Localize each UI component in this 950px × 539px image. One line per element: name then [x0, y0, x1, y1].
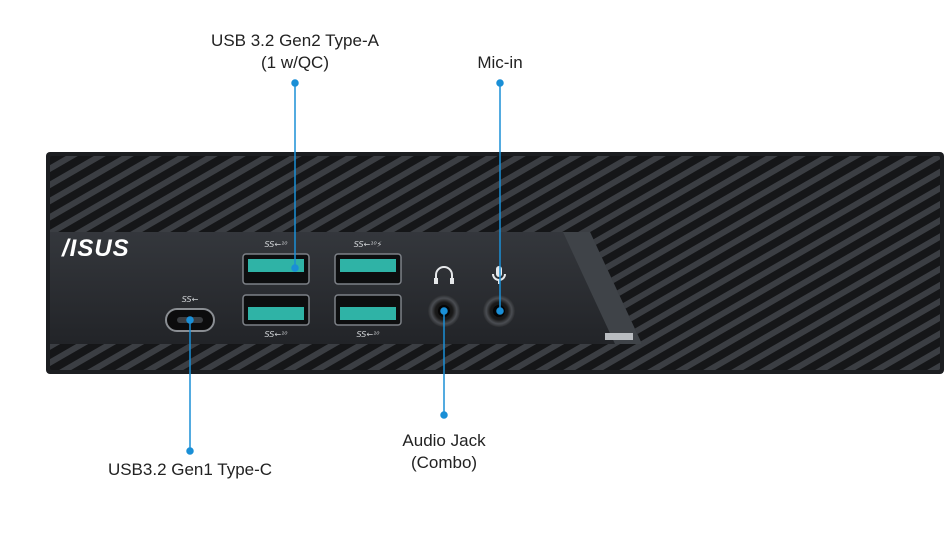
usb-c-callout-line1: USB3.2 Gen1 Type-C — [107, 460, 273, 479]
headphone-icon — [434, 266, 454, 284]
leader-lines — [186, 79, 504, 455]
front-bezel — [50, 232, 642, 344]
usb-a-callout-line1: USB 3.2 Gen2 Type-A — [211, 31, 379, 50]
mic-in-callout-line1: Mic-in — [477, 53, 523, 72]
usb-a-port-bottom-left[interactable] — [242, 294, 310, 326]
usb-a-bottom-right-speed-mark: SS←¹⁰ — [357, 330, 381, 339]
usb-c-speed-mark: SS← — [182, 295, 199, 304]
usb-c-callout-label: USB3.2 Gen1 Type-C — [80, 459, 300, 481]
usb-a-port-top-left[interactable] — [242, 253, 310, 285]
asus-logo: /ISUS — [61, 235, 130, 262]
audio-jack-callout-line1: Audio Jack — [402, 431, 486, 450]
audio-jack-callout-label: Audio Jack (Combo) — [384, 430, 504, 474]
usb-a-port-top-right[interactable] — [334, 253, 402, 285]
mic-in-callout-label: Mic-in — [460, 52, 540, 74]
usb-a-bottom-left-speed-mark: SS←¹⁰ — [265, 330, 289, 339]
usb-a-top-left-speed-mark: SS←¹⁰ — [265, 240, 289, 249]
usb-a-port-bottom-right[interactable] — [334, 294, 402, 326]
usb-a-top-right-speed-mark: SS←¹⁰⚡ — [354, 240, 383, 249]
usb-a-callout-label: USB 3.2 Gen2 Type-A (1 w/QC) — [195, 30, 395, 74]
audio-jack-callout-line2: (Combo) — [410, 453, 478, 472]
usb-a-callout-line2: (1 w/QC) — [261, 53, 329, 72]
